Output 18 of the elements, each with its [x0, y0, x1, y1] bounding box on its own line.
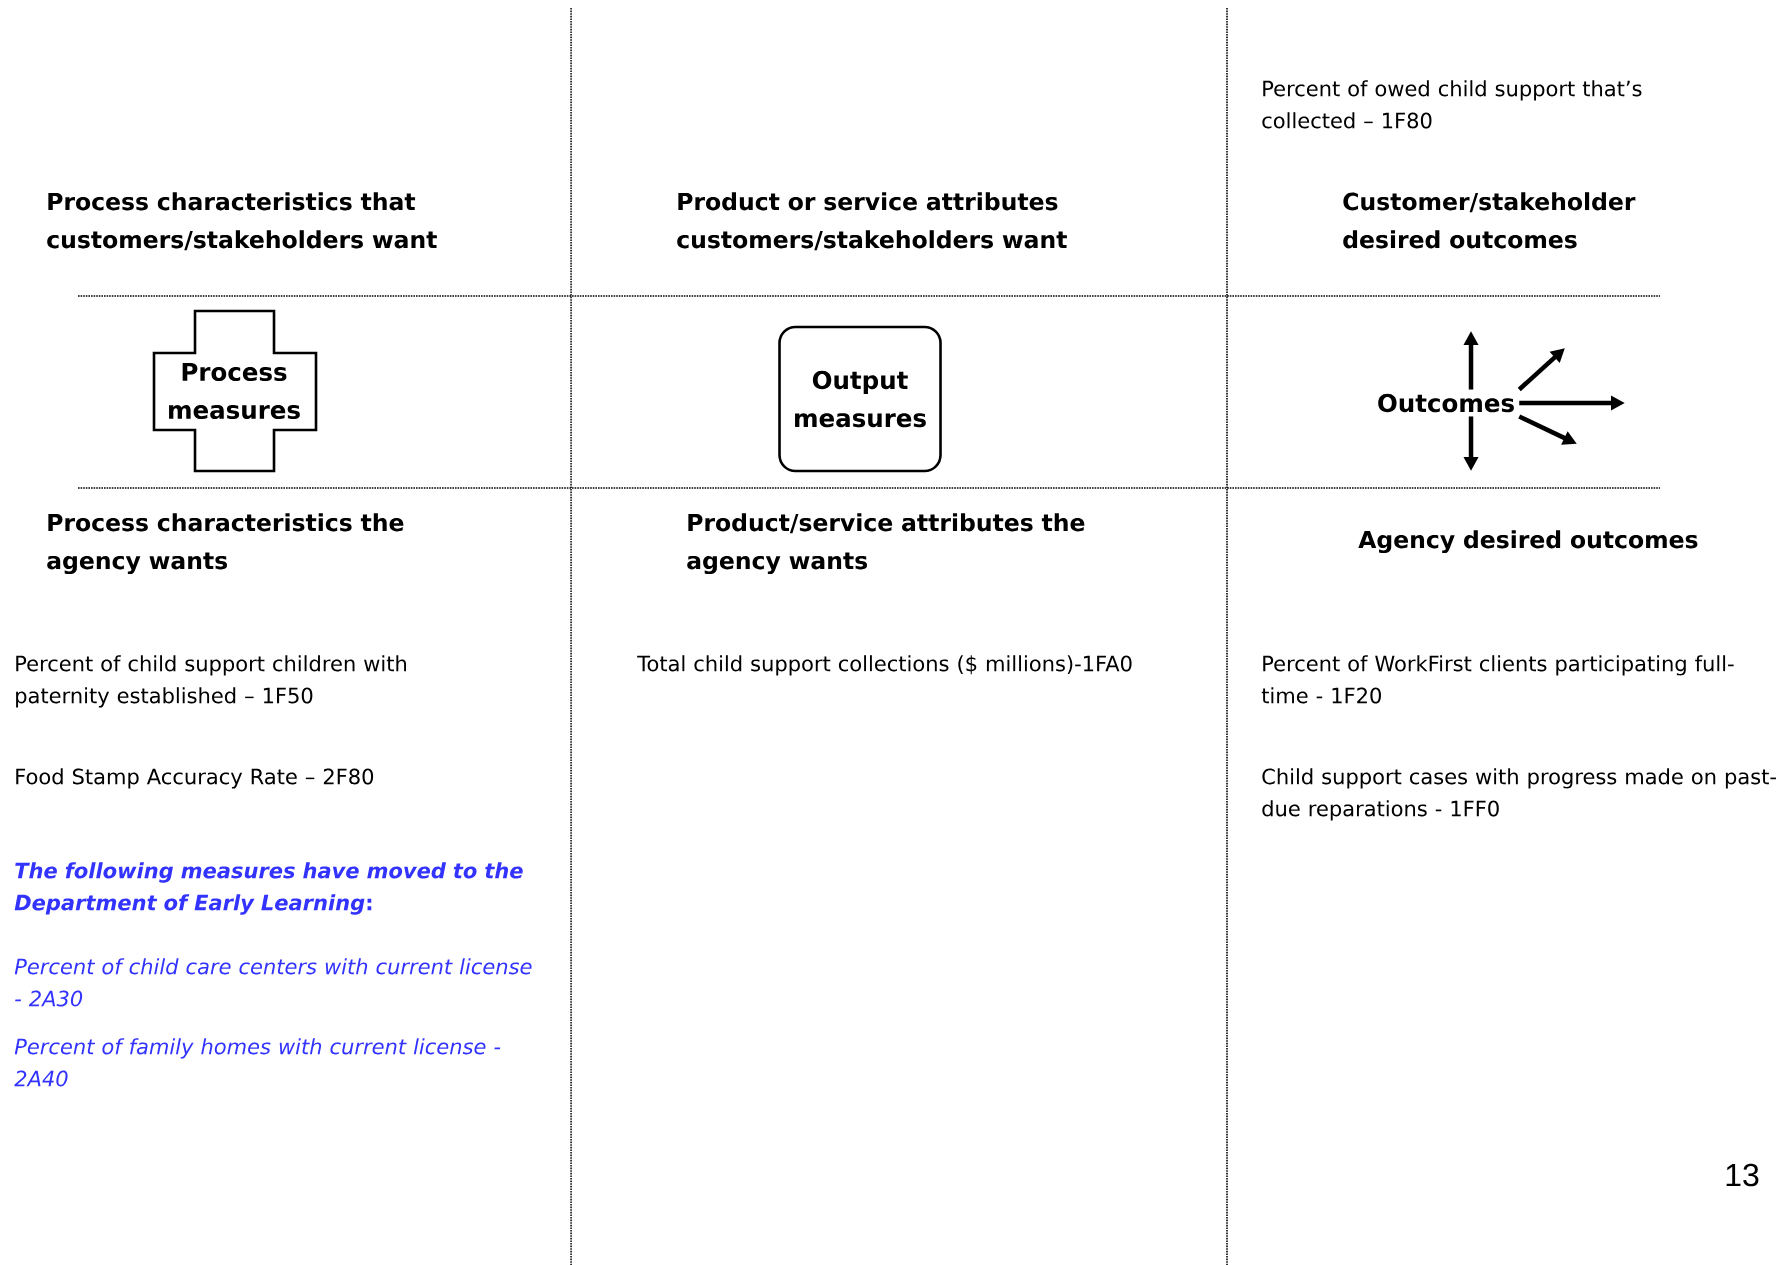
heading: Process characteristics that customers/stakeholders want — [47, 192, 437, 251]
page-number: 13 — [1726, 1163, 1759, 1187]
rounded-box: Output measures — [778, 325, 942, 473]
body-text: Total child support collections ($ millions)-1FA0 — [637, 655, 1132, 676]
body-text: Child support cases with progress made on past-due reparations - 1FF0 — [1262, 768, 1776, 821]
body-text: Percent of family homes with current license - 2A40 — [14, 1038, 501, 1087]
heading: Customer/stakeholder desired outcomes — [1343, 192, 1636, 249]
note-text: The following measures have moved to the Department of Early Learning: — [14, 862, 523, 915]
outcomes-label: Outcomes — [1378, 393, 1514, 413]
body-text: Percent of WorkFirst clients participating full-time - 1F20 — [1261, 655, 1734, 704]
heading: Product or service attributes customers/stakeholders want — [677, 192, 1067, 251]
body-text: Percent of owed child support that’s collected – 1F80 — [1262, 80, 1642, 129]
heading: Product/service attributes the agency wants — [687, 513, 1085, 575]
body-text: Percent of child care centers with current license - 2A30 — [14, 958, 532, 1007]
body-text: Food Stamp Accuracy Rate – 2F80 — [16, 768, 374, 789]
heading: Agency desired outcomes — [1358, 530, 1698, 554]
body-text: Percent of child support children with paternity established – 1F50 — [16, 655, 406, 708]
heading: Process characteristics the agency wants — [47, 513, 404, 575]
